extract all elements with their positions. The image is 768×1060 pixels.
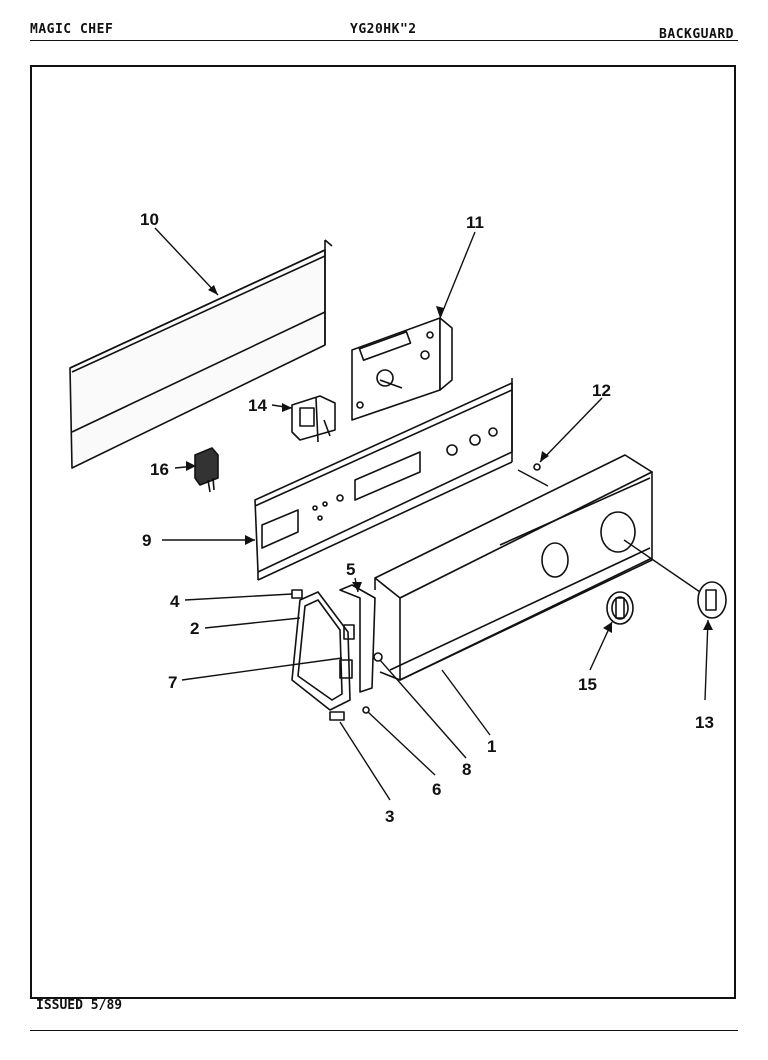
callout-16: 16 (150, 460, 169, 479)
diagram-frame (30, 65, 736, 999)
part-12-screw (533, 463, 541, 471)
callout-8: 8 (462, 760, 471, 779)
part-2-end-cap (291, 591, 355, 711)
part-11-timer (351, 317, 453, 421)
callout-14: 14 (248, 396, 267, 415)
callout-2: 2 (190, 619, 199, 638)
brand-title: MAGIC CHEF (30, 22, 114, 37)
callout-12: 12 (592, 381, 611, 400)
part-14-switch (291, 395, 336, 443)
part-15-knob (606, 591, 634, 625)
section-title: BACKGUARD (659, 27, 734, 42)
callout-5: 5 (346, 560, 355, 579)
arrow-heads (186, 285, 713, 633)
callout-7: 7 (168, 673, 177, 692)
callout-11: 11 (466, 213, 484, 232)
part-3-clip (329, 711, 345, 721)
part-1-backguard-housing (374, 454, 653, 681)
footer-rule (30, 1030, 738, 1031)
callout-4: 4 (170, 592, 180, 611)
model-number: YG20HK"2 (350, 22, 417, 37)
callout-13: 13 (695, 713, 714, 732)
callout-6: 6 (432, 780, 441, 799)
part-9-control-panel (254, 378, 513, 581)
part-13-knob (697, 581, 727, 619)
part-8-screw (373, 652, 383, 662)
callout-1: 1 (487, 737, 496, 756)
header-rule (30, 40, 738, 41)
callout-3: 3 (385, 807, 394, 826)
callout-15: 15 (578, 675, 597, 694)
part-10-rear-panel (69, 239, 333, 469)
callout-10: 10 (140, 210, 159, 229)
callout-9: 9 (142, 531, 151, 550)
leader-lines (154, 227, 709, 801)
part-6-screw (362, 706, 370, 714)
issued-date: ISSUED 5/89 (36, 998, 123, 1013)
part-16-switch (194, 447, 219, 493)
part-5-bracket (339, 584, 376, 693)
part-4-clip (291, 589, 303, 599)
